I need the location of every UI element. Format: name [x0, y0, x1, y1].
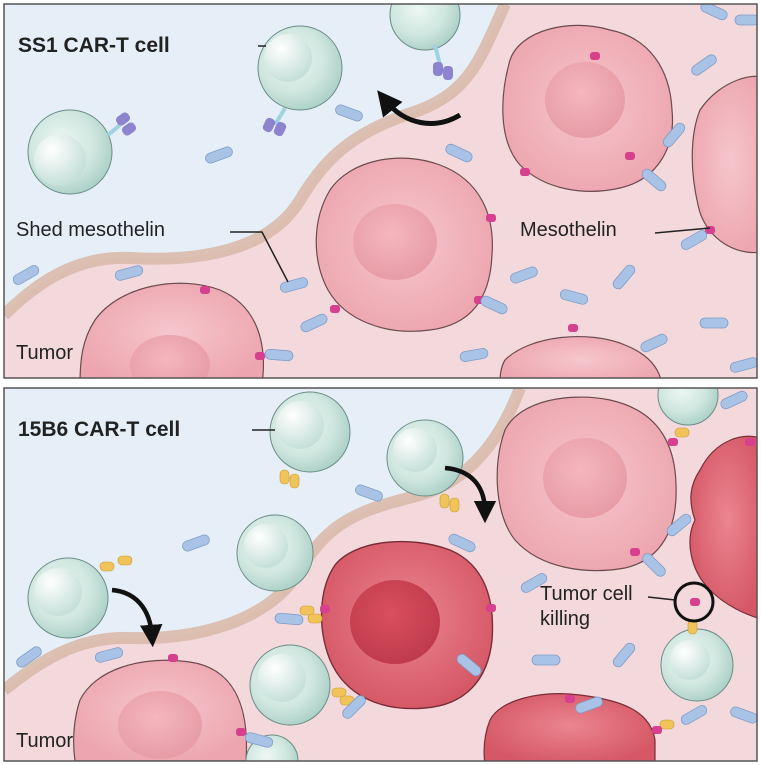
leader-line [647, 596, 676, 601]
tumor-cell [691, 75, 757, 254]
curved-arrow-icon [444, 465, 497, 524]
tumor-cell-killing-label-line2: killing [540, 608, 591, 630]
15b6-car-t-label: 15B6 CAR-T cell [18, 418, 181, 441]
ss1-car-receptor [262, 106, 287, 137]
ss1-car-t-label: SS1 CAR-T cell [18, 34, 170, 57]
curved-arrow-icon [377, 90, 462, 126]
tumor-nucleus [353, 204, 437, 280]
tumor-cell [79, 282, 264, 378]
ss1-car-receptor [106, 112, 137, 137]
tumor-label-bottom: Tumor [16, 730, 74, 752]
tumor-nucleus [118, 691, 202, 759]
bottom-panel-border [3, 387, 758, 762]
shed-mesothelin-label: Shed mesothelin [16, 219, 165, 241]
tumor-nucleus [545, 62, 625, 138]
t-cell-nucleus [276, 401, 324, 449]
target-circle-icon [673, 581, 715, 623]
bottom-panel [4, 388, 757, 761]
leader-line [654, 227, 711, 234]
ss1-car-receptor [433, 44, 453, 80]
t-cell-nucleus [670, 640, 710, 680]
top-panel [4, 4, 757, 378]
t-cell-nucleus [258, 654, 306, 702]
membrane-mesothelin [168, 438, 755, 736]
shed-mesothelin [16, 390, 757, 748]
leader-line [230, 231, 289, 283]
fluid-region [4, 4, 505, 315]
tumor-cell-killing-label-line1: Tumor cell [540, 583, 633, 605]
t-cell-nucleus [34, 568, 82, 616]
15b6-car-receptor [99, 427, 698, 730]
tumor-label-top: Tumor [16, 342, 74, 364]
curved-arrow-icon [111, 587, 163, 648]
tumor-cell [499, 336, 662, 378]
t-cell [389, 4, 461, 51]
tumor-nucleus [543, 438, 627, 518]
t-cell-nucleus [244, 524, 288, 568]
shed-mesothelin [12, 4, 757, 373]
t-cell-nucleus [393, 428, 437, 472]
killed-tumor-nucleus [350, 580, 440, 664]
mesothelin-label: Mesothelin [520, 219, 617, 241]
t-cell-nucleus [264, 34, 312, 82]
t-cell [657, 388, 719, 426]
killed-tumor-cell [483, 693, 656, 761]
tissue-boundary [4, 4, 511, 320]
t-cell-nucleus [34, 134, 86, 186]
tumor-nucleus [130, 335, 210, 378]
top-panel-border [3, 3, 758, 379]
